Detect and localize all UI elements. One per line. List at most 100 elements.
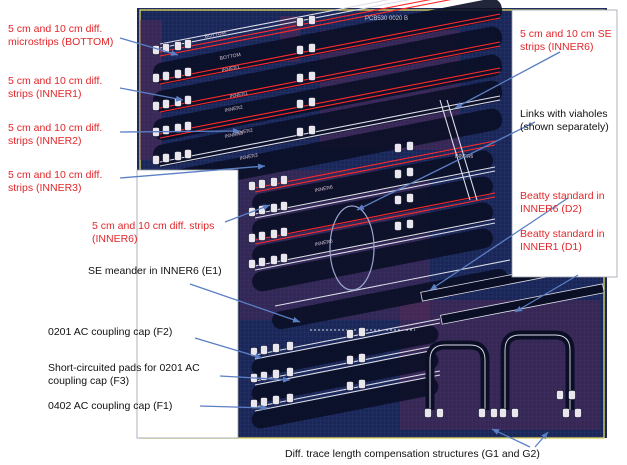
pad: [346, 381, 354, 391]
layer-tag: INNER1: [229, 91, 248, 100]
layer-tag: INNER2: [234, 128, 253, 137]
pad: [258, 231, 266, 241]
pad: [162, 43, 170, 53]
pad: [174, 123, 182, 133]
pad: [346, 329, 354, 339]
pad: [574, 408, 582, 418]
pad: [308, 43, 316, 53]
label-inner2-strips: 5 cm and 10 cm diff. strips (INNER2): [8, 122, 103, 147]
pad: [478, 408, 486, 418]
pad: [394, 169, 402, 179]
pad: [280, 253, 288, 263]
diff-traces: [159, 0, 511, 412]
label-short-pads-f3: Short-circuited pads for 0201 AC couplin…: [48, 362, 200, 387]
pad: [296, 99, 304, 109]
pad: [248, 181, 256, 191]
layer-tag: INNER6: [314, 239, 333, 248]
pad: [511, 408, 519, 418]
label-inner1-strips: 5 cm and 10 cm diff. strips (INNER1): [8, 75, 103, 100]
layer-tags: BOTTOMBOTTOMINNER1INNER1INNER2INNER2INNE…: [204, 30, 333, 248]
label-cap-f1: 0402 AC coupling cap (F1): [48, 400, 173, 412]
pad: [358, 327, 366, 337]
label-se-meander: SE meander in INNER6 (E1): [88, 265, 222, 277]
pad: [499, 408, 507, 418]
pad: [272, 343, 280, 353]
pad: [394, 143, 402, 153]
pad: [308, 71, 316, 81]
pad: [296, 45, 304, 55]
pad: [296, 73, 304, 83]
pad: [270, 203, 278, 213]
pad: [406, 193, 414, 203]
pad: [270, 255, 278, 265]
pad: [286, 367, 294, 377]
pad: [152, 101, 160, 111]
layer-tag: INNER1: [221, 65, 240, 74]
layer-tag: INNER2: [224, 105, 243, 114]
pad: [258, 179, 266, 189]
pad: [152, 73, 160, 83]
pad: [184, 67, 192, 77]
links-highlight-ellipse: [329, 205, 375, 291]
layer-tag: INNER6: [314, 185, 333, 194]
pad: [162, 125, 170, 135]
right-annotation-panel: [511, 9, 618, 278]
pad: [162, 153, 170, 163]
pad: [152, 155, 160, 165]
pad: [296, 17, 304, 27]
layer-tag: BOTTOM: [204, 30, 226, 40]
pad: [152, 45, 160, 55]
pad: [174, 41, 182, 51]
pad: [174, 69, 182, 79]
pad: [296, 127, 304, 137]
pad: [406, 219, 414, 229]
pad: [174, 151, 182, 161]
pad: [346, 355, 354, 365]
pad: [184, 39, 192, 49]
pad: [286, 341, 294, 351]
pad: [272, 369, 280, 379]
pad: [436, 408, 444, 418]
pad: [308, 125, 316, 135]
label-se-strips: 5 cm and 10 cm SE strips (INNER6): [520, 28, 612, 53]
label-compensation-structures: Diff. trace length compensation structur…: [285, 448, 540, 460]
pad: [568, 390, 576, 400]
pad: [424, 408, 432, 418]
layer-tag: INNER3: [239, 153, 258, 162]
pad: [258, 257, 266, 267]
pad: [280, 201, 288, 211]
pad: [248, 259, 256, 269]
pad: [270, 229, 278, 239]
label-links-viaholes: Links with viaholes (shown separately): [520, 108, 609, 133]
label-inner3-strips: 5 cm and 10 cm diff. strips (INNER3): [8, 169, 103, 194]
pad: [260, 397, 268, 407]
label-beatty-d2: Beatty standard in INNER6 (D2): [520, 190, 605, 215]
pad: [308, 15, 316, 25]
pad: [280, 175, 288, 185]
left-annotation-panel: [136, 169, 239, 439]
pad: [184, 149, 192, 159]
pad: [406, 167, 414, 177]
pad: [308, 97, 316, 107]
pad: [490, 408, 498, 418]
pad: [270, 177, 278, 187]
pad: [184, 95, 192, 105]
pad: [248, 233, 256, 243]
layer-tag: INNER3: [224, 131, 243, 140]
pad: [394, 195, 402, 205]
pad: [280, 227, 288, 237]
pad: [406, 141, 414, 151]
leader-arrows: [119, 37, 579, 448]
pad: [562, 408, 570, 418]
pad: [358, 379, 366, 389]
pad: [358, 353, 366, 363]
pad: [394, 221, 402, 231]
pad: [556, 390, 564, 400]
label-bottom-microstrips: 5 cm and 10 cm diff. microstrips (BOTTOM…: [8, 23, 114, 48]
pad: [184, 121, 192, 131]
pad: [272, 395, 280, 405]
pad: [162, 99, 170, 109]
label-inner6-strips: 5 cm and 10 cm diff. strips (INNER6): [92, 220, 215, 245]
layer-tag: BOTTOM: [219, 52, 241, 62]
